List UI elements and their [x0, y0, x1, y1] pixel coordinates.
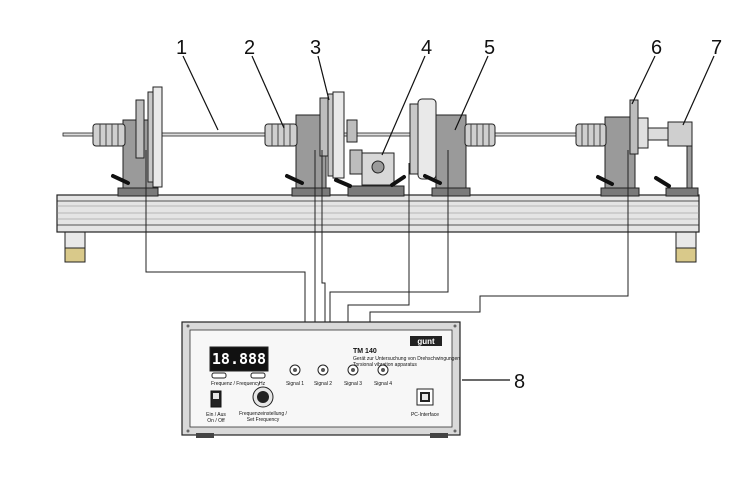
signal-cables — [145, 150, 629, 325]
svg-text:gunt: gunt — [417, 337, 435, 346]
callout-3: 3 — [310, 37, 321, 59]
callout-2: 2 — [244, 37, 255, 59]
callout-5: 5 — [484, 37, 495, 59]
freq-label-1: Frequenzeinstellung / — [239, 411, 287, 417]
right-foot — [675, 229, 697, 263]
display-unit: Hz — [259, 381, 266, 387]
exciter-motor — [334, 149, 406, 197]
bearing-block-2 — [264, 97, 331, 197]
signal-label-3: Signal 3 — [344, 381, 362, 387]
power-switch[interactable] — [210, 390, 222, 408]
display-buttons — [211, 372, 266, 379]
control-unit — [181, 321, 461, 438]
pc-label: PC-Interface — [411, 412, 439, 418]
flywheel-left — [147, 86, 163, 188]
display-button-right[interactable] — [250, 372, 266, 379]
signal-jacks: Signal 1 Signal 2 Signal 3 Signal 4 — [286, 364, 392, 387]
angle-sensor — [647, 121, 699, 197]
callout-8: 8 — [514, 371, 525, 393]
gunt-logo: gunt — [410, 336, 442, 346]
callout-6: 6 — [651, 37, 662, 59]
frequency-knob[interactable] — [252, 386, 274, 408]
frequency-display: 18.888 — [209, 346, 269, 372]
left-foot — [64, 229, 86, 263]
signal-label-2: Signal 2 — [314, 381, 332, 387]
display-value: 18.888 — [212, 350, 266, 368]
callout-numbers: 1 2 3 4 5 6 7 8 — [176, 37, 722, 393]
signal-label-1: Signal 1 — [286, 381, 304, 387]
signal-label-4: Signal 4 — [374, 381, 392, 387]
flywheel-middle — [327, 91, 358, 179]
bearing-block-6 — [575, 99, 649, 197]
callout-leaders — [182, 55, 715, 381]
flywheel-large — [409, 98, 437, 180]
callout-7: 7 — [711, 37, 722, 59]
freq-label-2: Set Frequency — [247, 417, 280, 423]
display-button-left[interactable] — [211, 372, 227, 379]
power-label-1: Ein / Aus — [206, 412, 226, 418]
model-name: TM 140 — [353, 348, 377, 355]
description-de: Gerät zur Untersuchung von Drehschwingun… — [353, 356, 460, 362]
callout-4: 4 — [421, 37, 432, 59]
power-label-2: On / Off — [207, 418, 225, 424]
callout-1: 1 — [176, 37, 187, 59]
pc-interface-port[interactable] — [416, 388, 434, 406]
bearing-block-5 — [423, 114, 496, 197]
mounting-rail — [56, 194, 700, 233]
display-label: Frequenz / Frequency — [211, 381, 260, 387]
